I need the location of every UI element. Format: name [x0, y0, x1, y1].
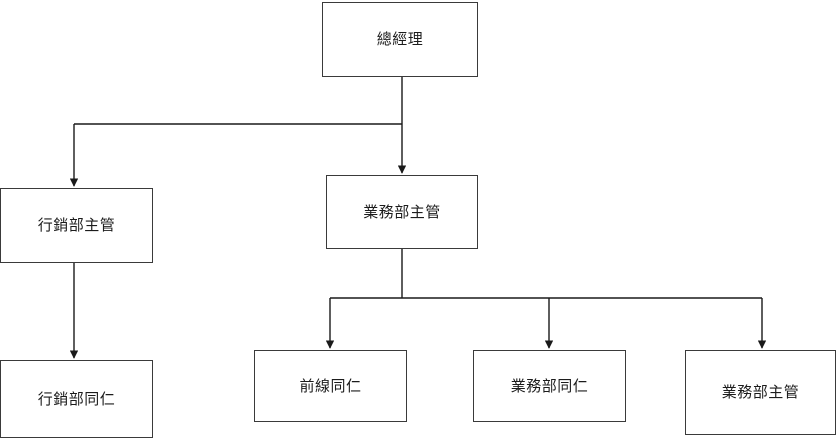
node-sales-manager-2[interactable]: 業務部主管: [685, 350, 836, 435]
node-frontline-staff[interactable]: 前線同仁: [254, 350, 407, 422]
node-marketing-staff[interactable]: 行銷部同仁: [0, 360, 153, 438]
node-label: 業務部主管: [363, 202, 441, 221]
node-label: 總經理: [376, 30, 424, 49]
node-sales-staff[interactable]: 業務部同仁: [473, 350, 626, 422]
node-general-manager[interactable]: 總經理: [322, 2, 478, 77]
node-label: 業務部同仁: [510, 376, 589, 395]
node-label: 行銷部主管: [37, 216, 116, 235]
node-marketing-manager[interactable]: 行銷部主管: [0, 188, 153, 263]
node-sales-manager[interactable]: 業務部主管: [326, 175, 478, 249]
node-label: 前線同仁: [299, 376, 362, 395]
node-label: 行銷部同仁: [37, 389, 116, 408]
node-label: 業務部主管: [721, 383, 800, 402]
